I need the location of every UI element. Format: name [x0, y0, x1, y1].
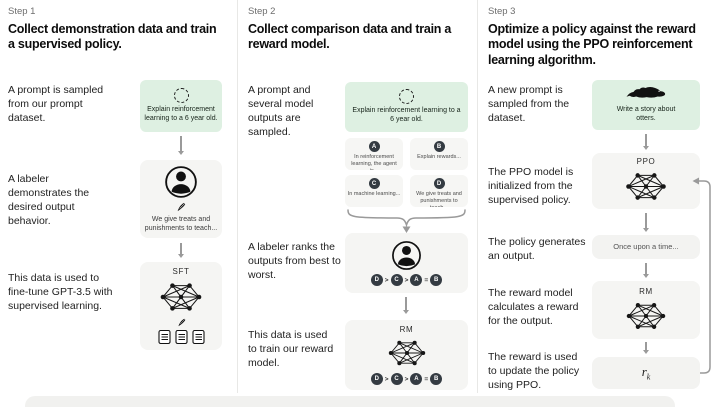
- step3-ppo-box: PPO: [592, 153, 700, 209]
- rank-sep: =: [424, 276, 429, 284]
- step2-caption-train: This data is used to train our reward mo…: [248, 329, 334, 369]
- documents-icon: [157, 329, 206, 345]
- step3-title: Optimize a policy against the reward mod…: [488, 22, 696, 67]
- rank-sep: >: [384, 375, 389, 383]
- cycle-icon: [399, 89, 414, 105]
- step3-prompt-box: Write a story about otters.: [592, 80, 700, 130]
- step1-title: Collect demonstration data and train a s…: [8, 22, 217, 52]
- output-c-badge: C: [368, 178, 380, 189]
- output-d-text: We give treats and punishments to teach.…: [416, 191, 462, 207]
- step2-label: Step 2: [248, 6, 276, 17]
- step2-title: Collect comparison data and train a rewa…: [248, 22, 452, 52]
- rank-sep: =: [424, 375, 429, 383]
- output-text: Once upon a time...: [613, 242, 679, 252]
- step1-caption-labeler: A labeler demonstrates the desired outpu…: [8, 173, 90, 227]
- rank-sep: >: [384, 276, 389, 284]
- pen-icon: [177, 318, 186, 327]
- column-divider: [477, 0, 478, 393]
- down-arrow-icon: [177, 136, 185, 155]
- down-arrow-icon: [642, 263, 650, 278]
- step1-header: Step 1 Collect demonstration data and tr…: [8, 6, 223, 53]
- output-a-text: In reinforcement learning, the agent is.…: [351, 154, 397, 170]
- step1-sft-box: SFT: [140, 262, 222, 350]
- rank-item: D: [370, 373, 383, 385]
- step2-caption-prompt: A prompt and several model outputs are s…: [248, 84, 314, 138]
- network-icon: [387, 340, 426, 366]
- sft-label: SFT: [172, 267, 190, 276]
- step3-caption-ppo: The PPO model is initialized from the su…: [488, 166, 574, 206]
- rank-item: B: [430, 274, 443, 286]
- rank-sep: >: [404, 375, 409, 383]
- output-a: A In reinforcement learning, the agent i…: [345, 138, 403, 170]
- rm-label: RM: [639, 286, 653, 296]
- output-b: B Explain rewards...: [410, 138, 468, 170]
- brace-arrow-icon: [347, 209, 466, 233]
- down-arrow-icon: [402, 297, 410, 314]
- output-d: D We give treats and punishments to teac…: [410, 175, 468, 207]
- step1-label: Step 1: [8, 6, 36, 17]
- prompt-text: Write a story about otters.: [616, 106, 676, 122]
- down-arrow-icon: [177, 243, 185, 258]
- model-outputs-grid: A In reinforcement learning, the agent i…: [345, 138, 468, 207]
- step2-rm-box: RM D > C > A = B: [345, 320, 468, 390]
- down-arrow-icon: [642, 134, 650, 150]
- labeler-icon: [165, 166, 197, 198]
- step2-caption-labeler: A labeler ranks the outputs from best to…: [248, 241, 341, 281]
- rank-item: A: [410, 373, 423, 385]
- step3-caption-prompt: A new prompt is sampled from the dataset…: [488, 84, 570, 124]
- rank-item: B: [430, 373, 443, 385]
- rank-item: A: [410, 274, 423, 286]
- step1-prompt-box: Explain reinforcement learning to a 6 ye…: [140, 80, 222, 132]
- rm-label: RM: [399, 325, 414, 334]
- down-arrow-icon: [642, 213, 650, 232]
- rank-item: C: [390, 373, 403, 385]
- step3-header: Step 3 Optimize a policy against the rew…: [488, 6, 720, 68]
- step2-labeler-box: D > C > A = B: [345, 233, 468, 293]
- feedback-loop-arrow-icon: [692, 177, 711, 374]
- output-d-badge: D: [433, 178, 445, 189]
- step3-caption-update: The reward is used to update the policy …: [488, 351, 580, 391]
- reward-value: rk: [641, 364, 651, 382]
- step2-prompt-box: Explain reinforcement learning to a 6 ye…: [345, 82, 468, 132]
- ranking: D > C > A = B: [370, 373, 443, 385]
- step3-caption-reward: The reward model calculates a reward for…: [488, 287, 579, 327]
- rank-item: C: [390, 274, 403, 286]
- step3-rm-box: RM: [592, 281, 700, 339]
- output-c-text: In machine learning...: [347, 191, 401, 197]
- network-icon: [160, 282, 202, 312]
- ppo-label: PPO: [636, 157, 656, 166]
- step3-reward-box: rk: [592, 357, 700, 389]
- prompt-text: Explain reinforcement learning to a 6 ye…: [144, 106, 218, 122]
- ranking: D > C > A = B: [370, 274, 443, 286]
- column-divider: [237, 0, 238, 393]
- step3-label: Step 3: [488, 6, 516, 17]
- step1-labeler-box: We give treats and punishments to teach.…: [140, 160, 222, 238]
- rank-sep: >: [404, 276, 409, 284]
- next-section-edge: [25, 396, 675, 407]
- output-b-text: Explain rewards...: [417, 154, 461, 160]
- step3-output-box: Once upon a time...: [592, 235, 700, 259]
- step3-caption-output: The policy generates an output.: [488, 236, 586, 262]
- output-b-badge: B: [433, 141, 445, 152]
- pen-icon: [177, 202, 186, 212]
- cycle-icon: [173, 88, 189, 104]
- down-arrow-icon: [642, 342, 650, 354]
- labeler-demo-text: We give treats and punishments to teach.…: [144, 215, 218, 232]
- step1-caption-train: This data is used to fine-tune GPT-3.5 w…: [8, 272, 113, 312]
- otter-icon: [626, 87, 666, 98]
- output-a-badge: A: [368, 141, 380, 152]
- output-c: C In machine learning...: [345, 175, 403, 207]
- step2-header: Step 2 Collect comparison data and train…: [248, 6, 458, 53]
- prompt-text: Explain reinforcement learning to a 6 ye…: [352, 107, 461, 123]
- step1-caption-prompt: A prompt is sampled from our prompt data…: [8, 84, 104, 124]
- labeler-icon: [392, 241, 421, 270]
- rank-item: D: [370, 274, 383, 286]
